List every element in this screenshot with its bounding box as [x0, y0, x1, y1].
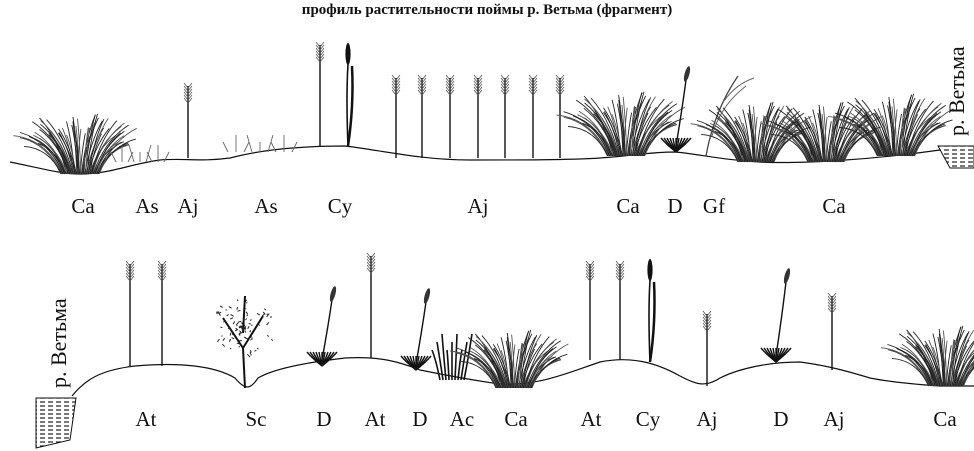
- deschampsia-plant: [401, 288, 431, 370]
- salix-tree: [216, 296, 273, 388]
- cyperus-plant: [647, 259, 654, 362]
- species-label: D: [773, 407, 788, 431]
- species-label: Ca: [616, 194, 639, 218]
- deschampsia-plant: [307, 286, 337, 366]
- species-label: Aj: [824, 407, 845, 431]
- figure-caption: профиль растительности поймы р. Ветьма (…: [0, 0, 974, 20]
- species-label: Aj: [468, 194, 489, 218]
- species-label: D: [316, 407, 331, 431]
- juncus-plant: [828, 293, 836, 370]
- river-label-bottom: р. Ветьма: [46, 298, 72, 388]
- agrostis-tenuis-plant: [126, 261, 166, 366]
- cyperus-plant: [316, 42, 353, 146]
- species-label: Ca: [71, 194, 94, 218]
- species-label: Aj: [178, 194, 199, 218]
- species-label: Cy: [328, 194, 353, 218]
- species-label: Ca: [504, 407, 527, 431]
- species-label: Ca: [822, 194, 845, 218]
- species-label: Ca: [933, 407, 956, 431]
- agrostis-stolonifera-plant: [223, 135, 297, 152]
- river-label-top: р. Ветьма: [944, 46, 970, 136]
- juncus-row-plants: [392, 75, 564, 158]
- top-river-bank: [938, 146, 974, 168]
- species-label: As: [135, 194, 158, 218]
- deschampsia-plant: [761, 268, 791, 362]
- species-label: Gf: [703, 194, 725, 218]
- species-label: Cy: [636, 407, 661, 431]
- species-label: D: [667, 194, 682, 218]
- agrostis-tenuis-plant: [367, 253, 375, 358]
- species-label: As: [254, 194, 277, 218]
- species-label: At: [581, 407, 602, 431]
- acorus-plant: [432, 334, 472, 380]
- agrostis-tenuis-plant: [586, 261, 624, 360]
- species-label: Ac: [450, 407, 475, 431]
- species-label: Aj: [697, 407, 718, 431]
- species-label: At: [365, 407, 386, 431]
- carex-tussock-plant: [557, 92, 685, 156]
- carex-tussock-plant: [13, 114, 136, 174]
- species-label: At: [136, 407, 157, 431]
- juncus-plant: [184, 83, 192, 158]
- species-label: D: [412, 407, 427, 431]
- juncus-plant: [703, 311, 711, 386]
- carex-tussock-plant: [881, 326, 974, 386]
- deschampsia-plant: [661, 66, 691, 152]
- species-label: Sc: [246, 407, 267, 431]
- top-profile: [10, 42, 974, 174]
- bottom-river-bank: [36, 398, 76, 448]
